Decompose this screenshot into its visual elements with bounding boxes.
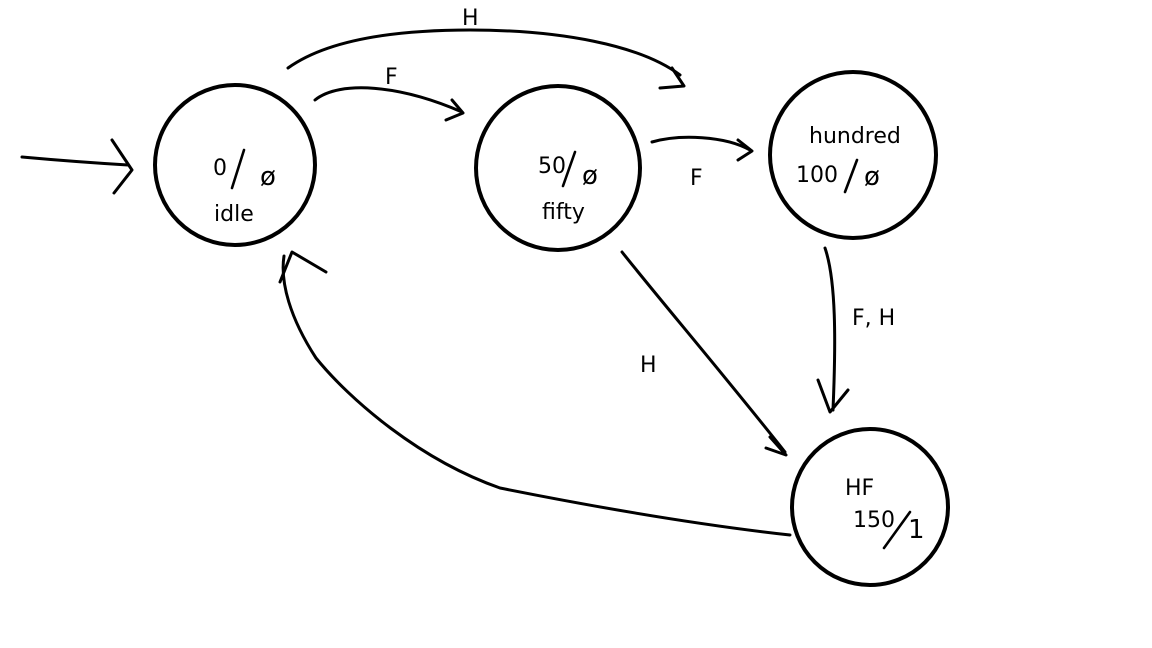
state-hf-value: 150: [853, 508, 895, 533]
state-hundred-value: 100: [796, 163, 838, 188]
state-idle-value: 0: [213, 156, 227, 181]
state-idle-name: idle: [214, 202, 254, 227]
state-hf-output: 1: [908, 515, 925, 545]
transition-idle-to-hundred: H: [286, 6, 686, 90]
transition-fifty-to-hundred: F: [650, 135, 754, 191]
transition-fifty-to-hf: H: [620, 250, 788, 457]
state-idle-output: ø: [260, 162, 276, 192]
transition-hf-to-idle: [278, 250, 792, 537]
state-hundred-name: hundred: [809, 124, 901, 149]
transition-hundred-to-hf: F, H: [816, 246, 895, 414]
state-fifty: 50 ø fifty: [474, 84, 642, 252]
slash-mark: [230, 148, 246, 190]
transition-label-FH-hundred-hf: F, H: [852, 306, 895, 331]
state-hf: HF 150 1: [790, 427, 950, 587]
state-fifty-name: fifty: [542, 200, 585, 225]
state-hf-name: HF: [845, 476, 874, 501]
state-hundred: hundred 100 ø: [768, 70, 938, 240]
transition-label-F-idle-fifty: F: [385, 65, 398, 90]
state-fifty-output: ø: [582, 161, 598, 191]
initial-arrow: [20, 138, 134, 195]
state-idle: 0 ø idle: [153, 83, 317, 247]
transition-idle-to-fifty: F: [313, 65, 465, 122]
state-fifty-value: 50: [538, 154, 566, 179]
state-hundred-output: ø: [864, 162, 880, 192]
slash-mark: [882, 510, 912, 550]
transition-label-H-fifty-hf: H: [640, 353, 657, 378]
slash-mark: [561, 150, 577, 188]
transition-label-F-fifty-hundred: F: [690, 166, 703, 191]
transition-label-H-top: H: [462, 6, 479, 31]
slash-mark: [843, 158, 859, 194]
